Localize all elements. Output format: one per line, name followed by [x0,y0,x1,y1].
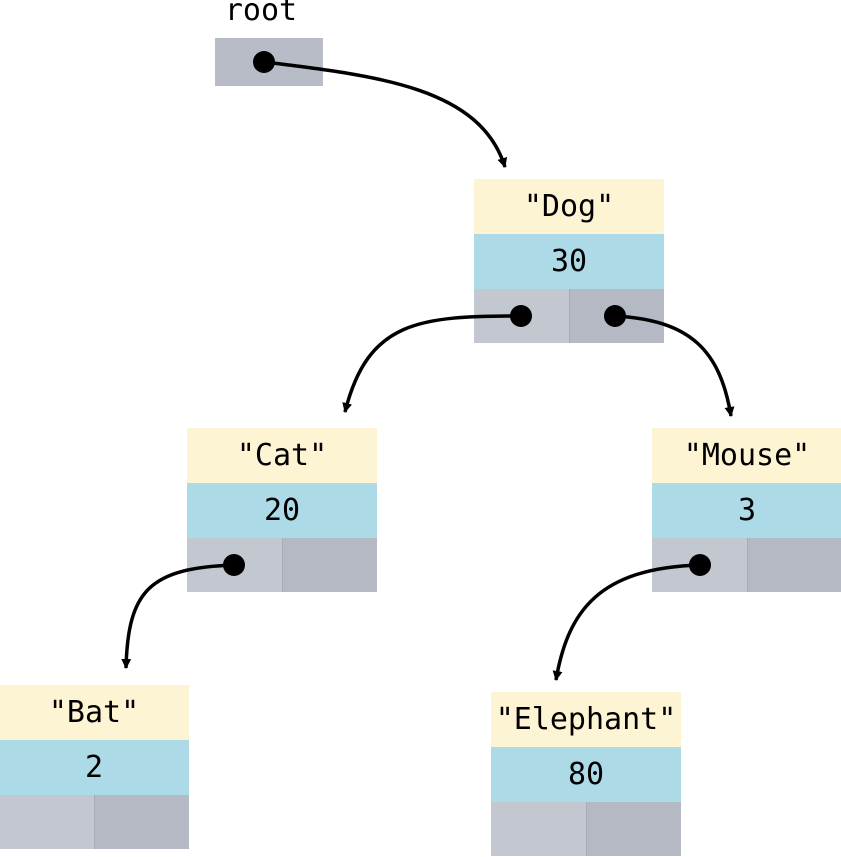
right-pointer-cell [93,795,189,849]
node-value-cell: 20 [187,483,377,538]
edge-root-to-dog [253,51,508,168]
node-key: "Elephant" [495,702,677,737]
root-label: root [224,0,298,28]
node-value-cell: 3 [652,483,841,538]
node-value: 2 [84,750,104,785]
node-mouse: "Mouse" 3 [652,428,841,592]
node-key: "Mouse" [683,438,811,473]
edge-dog-to-mouse [604,305,735,417]
node-key-cell: "Dog" [474,179,664,234]
node-key-cell: "Elephant" [491,692,681,747]
node-value: 20 [263,493,301,528]
node-value-cell: 2 [0,740,189,795]
right-pointer-cell [281,538,377,592]
left-pointer-cell [491,802,586,856]
edge-cat-to-bat [121,554,245,669]
node-value: 30 [550,244,588,279]
node-pointers [0,795,189,849]
edge-mouse-to-elephant [552,554,711,681]
node-key-cell: "Mouse" [652,428,841,483]
node-value: 3 [737,493,757,528]
node-dog: "Dog" 30 [474,179,664,343]
node-value: 80 [567,757,605,792]
right-pointer-cell [746,538,841,592]
edge-dog-to-cat [342,305,532,413]
node-key-cell: "Bat" [0,685,189,740]
node-key-cell: "Cat" [187,428,377,483]
node-pointers [652,538,841,592]
node-key: "Cat" [236,438,328,473]
node-pointers [491,802,681,856]
right-pointer-cell [585,802,681,856]
node-pointers [474,289,664,343]
node-value-cell: 80 [491,747,681,802]
node-elephant: "Elephant" 80 [491,692,681,856]
node-key: "Dog" [523,189,615,224]
node-bat: "Bat" 2 [0,685,189,849]
left-pointer-cell [0,795,94,849]
node-value-cell: 30 [474,234,664,289]
node-key: "Bat" [48,695,140,730]
